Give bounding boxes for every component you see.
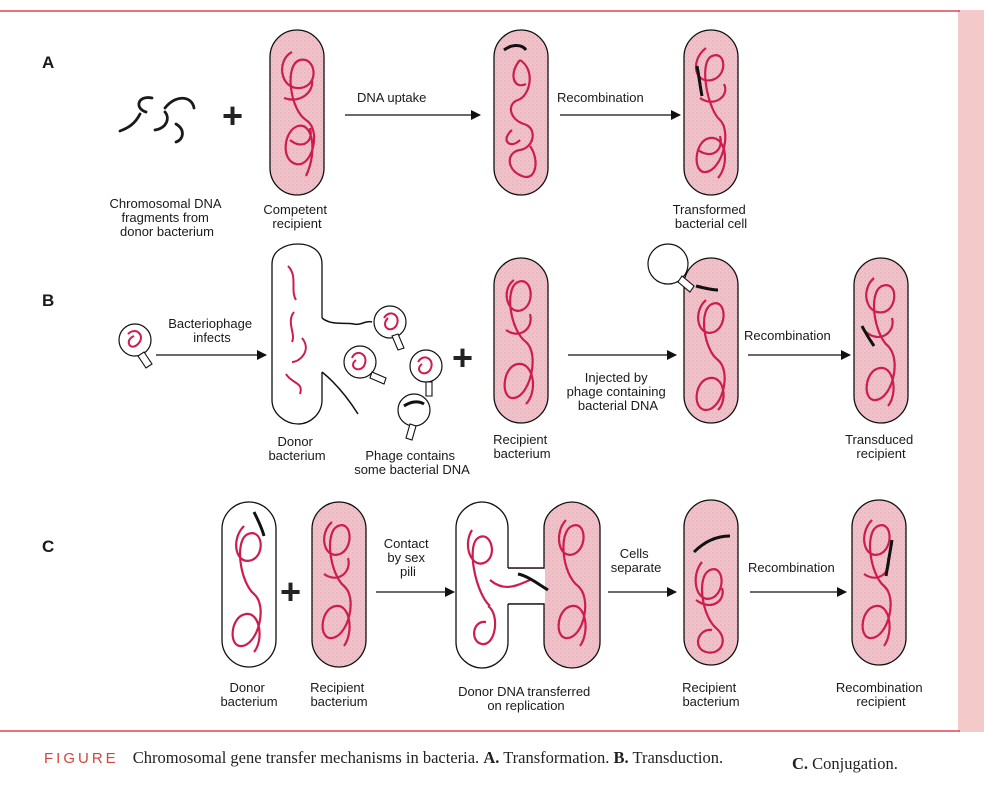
panel-b-phage-label: Phage contains some bacterial DNA <box>354 448 470 477</box>
panel-a-recipient-label: Competent recipient <box>263 202 330 231</box>
recipient-bacterium-b <box>493 257 549 424</box>
panel-c-donor-label: Donor bacterium <box>220 680 277 709</box>
recombination-recipient-cell <box>851 499 907 666</box>
caption-c: C. Conjugation. <box>792 754 898 774</box>
panel-c-letter: C <box>42 537 54 556</box>
transformed-cell <box>683 29 739 196</box>
caption-a-bold: A. <box>483 748 500 767</box>
plus-sign-b: + <box>452 337 473 378</box>
phage-injecting-cell <box>647 243 739 424</box>
arrow-recombination-c-label: Recombination <box>748 560 835 575</box>
figure-caption: FIGURE Chromosomal gene transfer mechani… <box>44 748 964 778</box>
caption-c-text: Conjugation. <box>812 754 898 773</box>
conjugating-cell-pair <box>455 501 601 669</box>
bacteriophage-icon-infecting <box>118 323 153 369</box>
panel-c-recipient-label: Recipient bacterium <box>310 680 368 709</box>
transduced-recipient-cell <box>853 257 909 424</box>
donor-bacterium-c <box>221 501 277 668</box>
panel-a-donor-label: Chromosomal DNA fragments from donor bac… <box>110 196 225 239</box>
caption-text: Chromosomal gene transfer mechanisms in … <box>132 748 480 767</box>
donor-bacterium-lysing <box>271 243 373 425</box>
panel-b-result-label: Transduced recipient <box>845 432 917 461</box>
side-band <box>958 10 984 732</box>
arrow-dna-uptake-label: DNA uptake <box>357 90 426 105</box>
caption-b-bold: B. <box>613 748 629 767</box>
panel-b-recipient-label: Recipient bacterium <box>493 432 551 461</box>
panel-c-separate-label: Cells separate <box>611 546 662 575</box>
panel-b-letter: B <box>42 291 54 310</box>
dna-uptake-cell <box>493 29 549 196</box>
panel-a-result-label: Transformed bacterial cell <box>673 202 750 231</box>
panel-b-donor-label: Donor bacterium <box>268 434 325 463</box>
arrow-recombination-b-label: Recombination <box>744 328 831 343</box>
panel-b-inject-label: Injected by phage containing bacterial D… <box>567 370 670 413</box>
caption-c-bold: C. <box>792 754 809 773</box>
phage-group-icon <box>343 305 443 441</box>
panel-c-result-label: Recombination recipient <box>836 680 926 709</box>
panel-c-transfer-label: Donor DNA transferred on replication <box>458 684 594 713</box>
panel-a-letter: A <box>42 53 54 72</box>
competent-recipient-cell <box>269 29 325 196</box>
recipient-bacterium-c2 <box>683 499 739 666</box>
caption-a-text: Transformation. <box>503 748 610 767</box>
recipient-bacterium-c <box>311 501 367 668</box>
arrow-recombination-a-label: Recombination <box>557 90 644 105</box>
panel-c-contact-label: Contact by sex pili <box>384 536 432 579</box>
caption-b-text: Transduction. <box>632 748 724 767</box>
plus-sign-a: + <box>222 95 243 136</box>
panel-c-recipient2-label: Recipient bacterium <box>682 680 740 709</box>
donor-dna-fragments <box>118 96 196 144</box>
figure-word: FIGURE <box>44 750 119 767</box>
plus-sign-c: + <box>280 571 301 612</box>
panel-b-infect-label: Bacteriophage infects <box>168 316 255 345</box>
